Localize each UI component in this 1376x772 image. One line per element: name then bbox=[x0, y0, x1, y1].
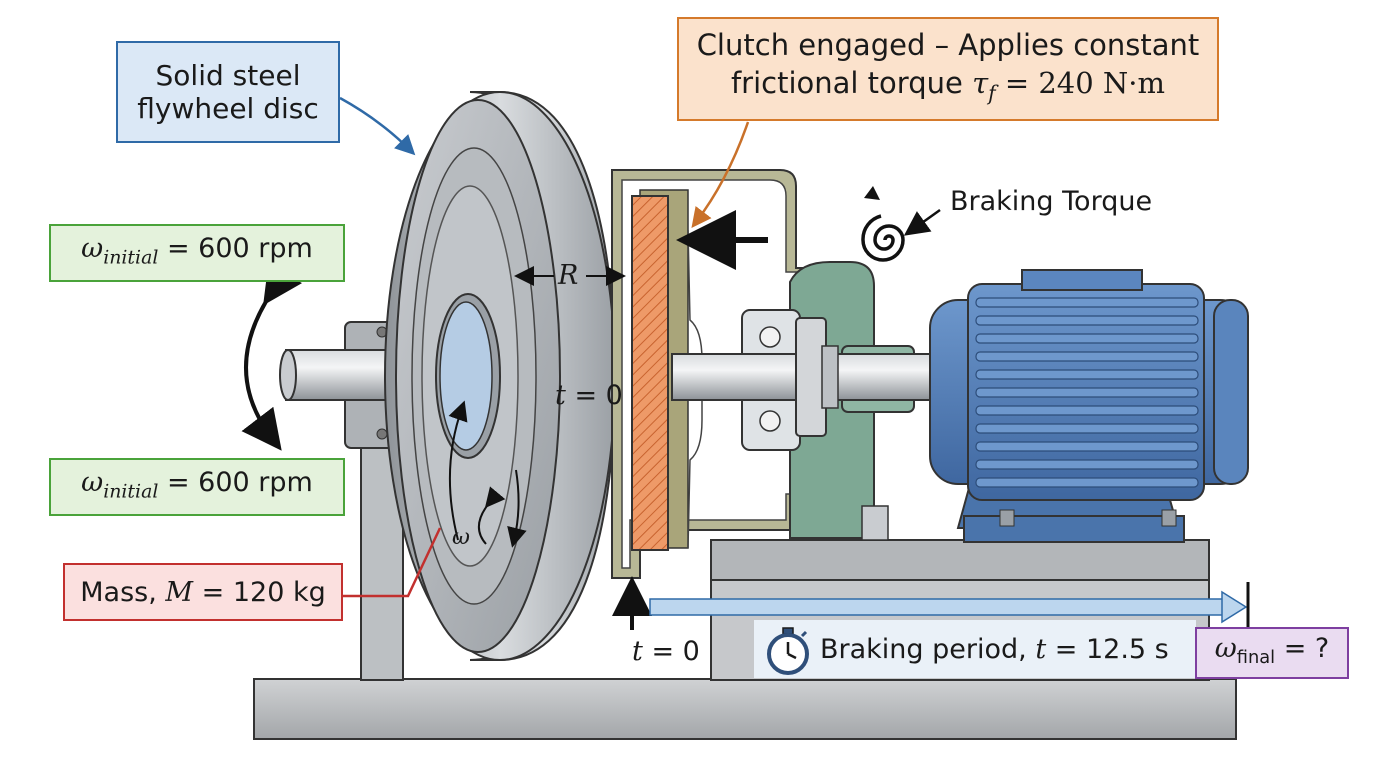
t-zero-label-clutch: t = 0 bbox=[632, 636, 700, 668]
motor-fin bbox=[975, 369, 1199, 380]
t-symbol: t bbox=[555, 380, 566, 411]
shaft-right bbox=[671, 317, 943, 437]
clutch-torque-value: = 240 N·m bbox=[1004, 65, 1166, 100]
motor-fin bbox=[975, 297, 1199, 308]
t-symbol: t bbox=[632, 636, 643, 667]
electric-motor bbox=[929, 269, 1249, 543]
omega-initial-label-bottom: ωinitial = 600 rpm bbox=[49, 458, 345, 516]
motor-fin bbox=[975, 351, 1199, 362]
omega-final-label: ωfinal = ? bbox=[1195, 627, 1349, 679]
motor-fin bbox=[975, 477, 1199, 488]
motor-fin bbox=[975, 423, 1199, 434]
torque-spiral-icon bbox=[861, 186, 905, 262]
motor-fin bbox=[975, 387, 1199, 398]
motor-fin bbox=[975, 333, 1199, 344]
clutch-label-line2: frictional torque bbox=[730, 65, 963, 100]
omega-symbol: ω bbox=[81, 466, 104, 498]
t-zero-value: = 0 bbox=[651, 636, 700, 667]
clutch-label: Clutch engaged – Applies constant fricti… bbox=[677, 17, 1219, 121]
mass-label: Mass, M = 120 kg bbox=[63, 563, 343, 621]
friction-pad bbox=[631, 195, 669, 551]
motor-fin bbox=[975, 315, 1199, 326]
braking-period-label: Braking period, t = 12.5 s bbox=[754, 620, 1196, 678]
tau-subscript: f bbox=[988, 81, 996, 106]
omega-symbol: ω bbox=[1214, 632, 1237, 664]
motor-fin bbox=[975, 459, 1199, 470]
motor-fin bbox=[975, 441, 1199, 452]
base-plate bbox=[253, 678, 1237, 740]
radius-label: R bbox=[558, 260, 579, 291]
omega-initial-label-top: ωinitial = 600 rpm bbox=[49, 224, 345, 282]
t-zero-label-disc: t = 0 bbox=[555, 380, 623, 412]
omega-initial-subscript: initial bbox=[103, 480, 159, 503]
clutch-label-line1: Clutch engaged – Applies constant bbox=[696, 27, 1200, 62]
omega-disc-label: ω bbox=[452, 525, 470, 550]
stopwatch-icon bbox=[767, 627, 809, 675]
flywheel-disc bbox=[384, 91, 617, 661]
mass-value: = 120 kg bbox=[201, 576, 326, 608]
flywheel-label-line2: flywheel disc bbox=[137, 92, 319, 125]
period-value: = 12.5 s bbox=[1054, 633, 1169, 665]
omega-final-value: = ? bbox=[1283, 632, 1330, 664]
t-symbol: t bbox=[1035, 633, 1047, 665]
motor-fin bbox=[975, 405, 1199, 416]
tau-symbol: τ bbox=[972, 65, 989, 100]
t-zero-value: = 0 bbox=[574, 380, 623, 411]
mass-symbol: M bbox=[165, 576, 194, 608]
omega-initial-subscript: initial bbox=[103, 246, 159, 269]
mass-prefix: Mass, bbox=[80, 576, 157, 608]
omega-initial-value: = 600 rpm bbox=[166, 232, 313, 264]
annotation-lines bbox=[241, 96, 941, 630]
omega-initial-value: = 600 rpm bbox=[166, 466, 313, 498]
braking-torque-label: Braking Torque bbox=[950, 186, 1153, 217]
braking-period-arrow bbox=[649, 582, 1250, 632]
flywheel-label-line1: Solid steel bbox=[155, 59, 301, 92]
omega-final-subscript: final bbox=[1236, 647, 1276, 669]
period-prefix: Braking period, bbox=[820, 633, 1027, 665]
omega-symbol: ω bbox=[81, 232, 104, 264]
